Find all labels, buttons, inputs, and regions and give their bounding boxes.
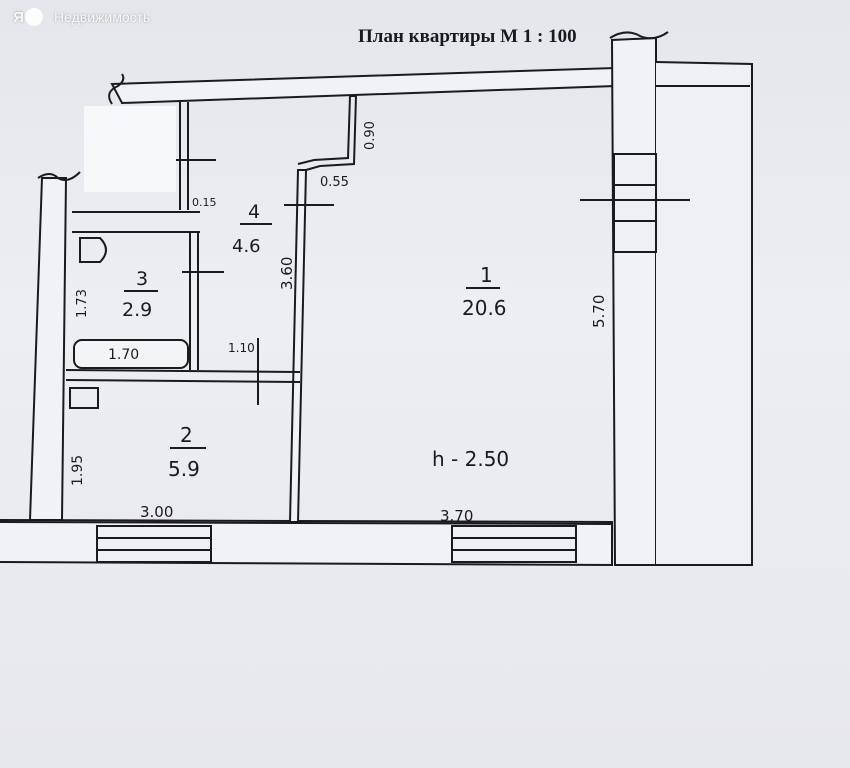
room-1-area: 20.6 (462, 296, 507, 320)
dim-room1-height: 5.70 (590, 295, 608, 328)
ceiling-height: h - 2.50 (432, 447, 509, 471)
room-4-number: 4 (248, 201, 260, 223)
room-1-number: 1 (480, 263, 493, 287)
room-3-number: 3 (136, 268, 148, 290)
watermark: Я Недвижимость (8, 6, 150, 28)
room-3-area: 2.9 (122, 299, 152, 321)
dim-room2-height: 1.95 (70, 455, 86, 486)
dim-room1-width: 3.70 (440, 507, 473, 525)
dim-bath-width: 1.70 (108, 347, 139, 363)
watermark-service-name: Недвижимость (54, 9, 151, 25)
room-4-area: 4.6 (232, 236, 261, 257)
room-2-area: 5.9 (168, 457, 200, 481)
dim-door-width: 1.10 (228, 341, 255, 355)
dim-niche-width: 0.55 (320, 175, 349, 190)
wall-lines (0, 31, 753, 567)
dim-partition: 0.15 (192, 196, 217, 209)
watermark-logo: Я (8, 6, 48, 28)
dimension-labels: 3.70 3.00 1.70 1.10 0.55 0.15 5.70 3.60 … (70, 121, 608, 525)
plan-title: План квартиры М 1 : 100 (358, 26, 577, 47)
dim-niche-depth: 0.90 (363, 121, 378, 150)
kitchen-niche-highlight (84, 106, 176, 192)
dim-room3-height: 1.73 (75, 289, 90, 318)
room-labels: 1 20.6 2 5.9 3 2.9 4 4.6 h - 2.50 (122, 201, 509, 481)
dim-corridor-height: 3.60 (278, 257, 296, 290)
dim-room2-width: 3.00 (140, 503, 173, 521)
room-2-number: 2 (180, 423, 193, 447)
